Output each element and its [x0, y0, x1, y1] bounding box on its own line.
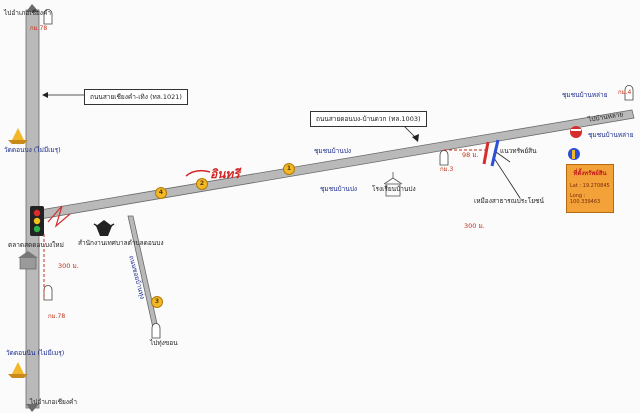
destination-label-top: ไปอำเภอเชียงคำ [4, 9, 51, 17]
company-logo-icon [568, 148, 580, 160]
marker-1: 1 [283, 163, 295, 175]
school-icon [383, 172, 403, 197]
infobox-latitude: Lat : 19.270845 [570, 183, 610, 189]
temple-label-bottom: วัดดอนนิน (ไม่มีเมรุ) [6, 349, 65, 357]
community-label-right-top: ชุมชนบ้านหล่าย [562, 91, 608, 99]
infobox-longitude: Long : 100.339463 [570, 193, 601, 205]
company-logo-icon [570, 126, 582, 138]
km-post-icon [43, 9, 53, 25]
distance-label-98: 98 ม. [462, 151, 479, 159]
road-callout-donbong-banduak: ถนนสายดอนบง-บ้านดวก (ทล.1003) [310, 111, 427, 127]
property-location-infobox: ที่ตั้งทรัพย์สิน Lat : 19.270845 Long : … [566, 164, 614, 213]
school-label: โรงเรียนบ้านปง [372, 185, 416, 193]
leader-arrowhead-icon [412, 134, 419, 142]
arrow-up-icon [26, 4, 39, 12]
brand-swoosh-icon [185, 169, 211, 177]
arrow-down-icon [26, 404, 39, 412]
community-label-right-mid: ชุมชนบ้านหล่าย [588, 131, 634, 139]
market-building-icon [18, 251, 38, 270]
signal-zigzag-icon [47, 205, 71, 228]
government-emblem-icon [93, 220, 115, 236]
destination-label-bottom: ไปอำเภอเชียงคำ [30, 398, 77, 406]
office-label: สำนักงานเทศบาลตำบลดอนบง [78, 239, 164, 247]
leader-arrowhead-icon [42, 92, 48, 98]
km-label-bottom: กม.78 [48, 313, 66, 320]
property-leader [495, 151, 511, 163]
temple-icon [8, 128, 28, 144]
marker-3: 3 [151, 296, 163, 308]
canal-callout: เหมืองสาธารณประโยชน์ [474, 197, 544, 205]
marker-2: 2 [196, 178, 208, 190]
infobox-title: ที่ตั้งทรัพย์สิน [573, 170, 607, 177]
branch-destination-label: ไปทุ่งขอน [150, 339, 178, 347]
km-post-icon [439, 150, 449, 166]
property-marker [482, 141, 490, 165]
marker-4: 4 [155, 187, 167, 199]
km-label-top: กม.78 [30, 25, 48, 32]
community-label-2: ชุมชนบ้านปง [320, 185, 358, 193]
property-callout: แนวทรัพย์สิน [500, 147, 537, 155]
distance-label-300-left: 300 ม. [58, 262, 79, 270]
km-post-icon [624, 85, 634, 101]
km-post-icon [43, 285, 53, 301]
community-label-1: ชุมชนบ้านปง [314, 147, 352, 155]
property-marker [490, 139, 500, 167]
brand-logo: อินทรี [210, 167, 240, 181]
market-label: ตลาดสดดอนบงใหม่ [8, 241, 64, 249]
traffic-light-icon [30, 206, 44, 236]
canal-leader [493, 157, 521, 199]
km-label-right-end: กม.4 [618, 89, 632, 96]
distance-label-300-right: 300 ม. [464, 222, 485, 230]
km-label-marker: กม.3 [440, 166, 454, 173]
temple-label-top: วัดดอนบง (ไม่มีเมรุ) [4, 146, 61, 154]
road-callout-chiangkham-thoeng: ถนนสายเชียงคำ-เทิง (ทล.1021) [84, 89, 188, 105]
km-post-icon [151, 323, 161, 339]
temple-icon [8, 362, 28, 378]
